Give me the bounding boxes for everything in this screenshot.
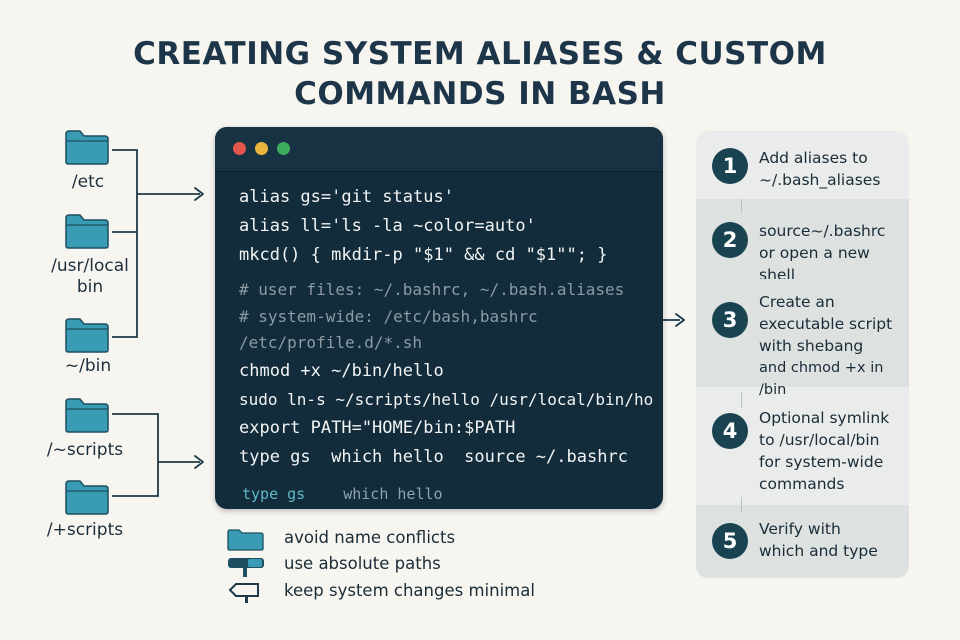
step-number-badge: 2 bbox=[712, 222, 748, 258]
step-number-badge: 3 bbox=[712, 302, 748, 338]
step-5: 5 Verify with which and type bbox=[696, 505, 909, 578]
folder-label-scripts: /~scripts bbox=[46, 440, 124, 460]
terminal-code: alias gs='git status' alias ll='ls -la ~… bbox=[239, 183, 655, 467]
folder-label-line: bin bbox=[76, 277, 104, 297]
code-line: chmod +x ~/bin/hello bbox=[239, 361, 444, 381]
step-divider bbox=[741, 392, 742, 408]
folder-label-etc: /etc bbox=[71, 172, 105, 192]
code-line: alias ll='ls -la ~color=auto' bbox=[239, 216, 536, 236]
step-4: 4 Optional symlink to /usr/local/bin for… bbox=[696, 387, 909, 505]
code-comment: # user files: ~/.bashrc, ~/.bash.aliases bbox=[239, 280, 625, 299]
terminal-window: alias gs='git status' alias ll='ls -la ~… bbox=[215, 127, 663, 509]
code-line: sudo ln-s ~/scripts/hello /usr/local/bin… bbox=[239, 390, 654, 409]
maximize-dot-icon[interactable] bbox=[277, 142, 290, 155]
step-line: with shebang bbox=[759, 337, 864, 355]
step-text: Verify with which and type bbox=[759, 518, 909, 562]
step-text: source~/.bashrc or open a new shell bbox=[759, 220, 909, 286]
step-text: Add aliases to ~/.bash_aliases bbox=[759, 147, 909, 191]
folder-icon bbox=[64, 316, 110, 354]
step-number-badge: 1 bbox=[712, 148, 748, 184]
step-line: which and type bbox=[759, 542, 878, 560]
folder-icon bbox=[64, 396, 110, 434]
step-divider bbox=[741, 199, 742, 213]
step-line: Add aliases to bbox=[759, 149, 868, 167]
code-line: type gs which hello source ~/.bashrc bbox=[239, 447, 628, 467]
folder-icon bbox=[64, 212, 110, 250]
folder-label-home-bin: ~/bin bbox=[64, 356, 112, 376]
terminal-titlebar bbox=[215, 127, 663, 172]
step-line: for system-wide bbox=[759, 453, 884, 471]
step-2: 2 source~/.bashrc or open a new shell bbox=[696, 199, 909, 284]
arrow-sign-icon bbox=[228, 583, 259, 603]
step-number-badge: 5 bbox=[712, 523, 748, 559]
code-comment: # system-wide: /etc/bash,bashrc bbox=[239, 307, 538, 326]
folder-label-plus-scripts: /+scripts bbox=[46, 520, 124, 540]
close-dot-icon[interactable] bbox=[233, 142, 246, 155]
step-number-badge: 4 bbox=[712, 413, 748, 449]
step-line: Verify with bbox=[759, 520, 841, 538]
step-line: Optional symlink bbox=[759, 409, 890, 427]
step-line: source~/.bashrc bbox=[759, 222, 886, 240]
page-title: CREATING SYSTEM ALIASES & CUSTOM COMMAND… bbox=[0, 34, 960, 114]
terminal-footer: type gs which hello bbox=[242, 485, 443, 503]
tip-text: avoid name conflicts bbox=[284, 528, 456, 547]
step-line: commands bbox=[759, 475, 845, 493]
step-1: 1 Add aliases to ~/.bash_aliases bbox=[696, 131, 909, 199]
title-line-1: CREATING SYSTEM ALIASES & CUSTOM bbox=[133, 36, 827, 72]
step-3: 3 Create an executable script with sheba… bbox=[696, 279, 909, 398]
code-line: export PATH="HOME/bin:$PATH bbox=[239, 418, 516, 438]
tip-text: keep system changes minimal bbox=[284, 581, 535, 600]
step-text: Optional symlink to /usr/local/bin for s… bbox=[759, 407, 909, 495]
folder-icon bbox=[64, 128, 110, 166]
footer-command: which hello bbox=[343, 485, 443, 503]
folder-icon bbox=[227, 529, 264, 551]
step-divider bbox=[741, 497, 742, 513]
folder-icon bbox=[64, 478, 110, 516]
step-text: Create an executable script with shebang… bbox=[759, 291, 909, 401]
footer-command: type gs bbox=[242, 485, 306, 503]
steps-panel: 1 Add aliases to ~/.bash_aliases 2 sourc… bbox=[696, 131, 909, 578]
tip-text: use absolute paths bbox=[284, 554, 441, 573]
code-line: mkcd() { mkdir-p "$1" && cd "$1""; } bbox=[239, 245, 608, 265]
step-line: ~/.bash_aliases bbox=[759, 171, 881, 189]
step-line: to /usr/local/bin bbox=[759, 431, 880, 449]
title-line-2: COMMANDS IN BASH bbox=[294, 76, 666, 112]
folder-label-line: /usr/local bbox=[51, 256, 129, 276]
code-comment: /etc/profile.d/*.sh bbox=[239, 333, 423, 352]
code-line: alias gs='git status' bbox=[239, 187, 454, 207]
minimize-dot-icon[interactable] bbox=[255, 142, 268, 155]
folder-label-usr-local-bin: /usr/local bin bbox=[40, 256, 140, 298]
step-line: Create an bbox=[759, 293, 835, 311]
step-line: and chmod +x in /bin bbox=[759, 360, 884, 398]
step-line: executable script bbox=[759, 315, 893, 333]
signpost-icon bbox=[228, 558, 264, 577]
